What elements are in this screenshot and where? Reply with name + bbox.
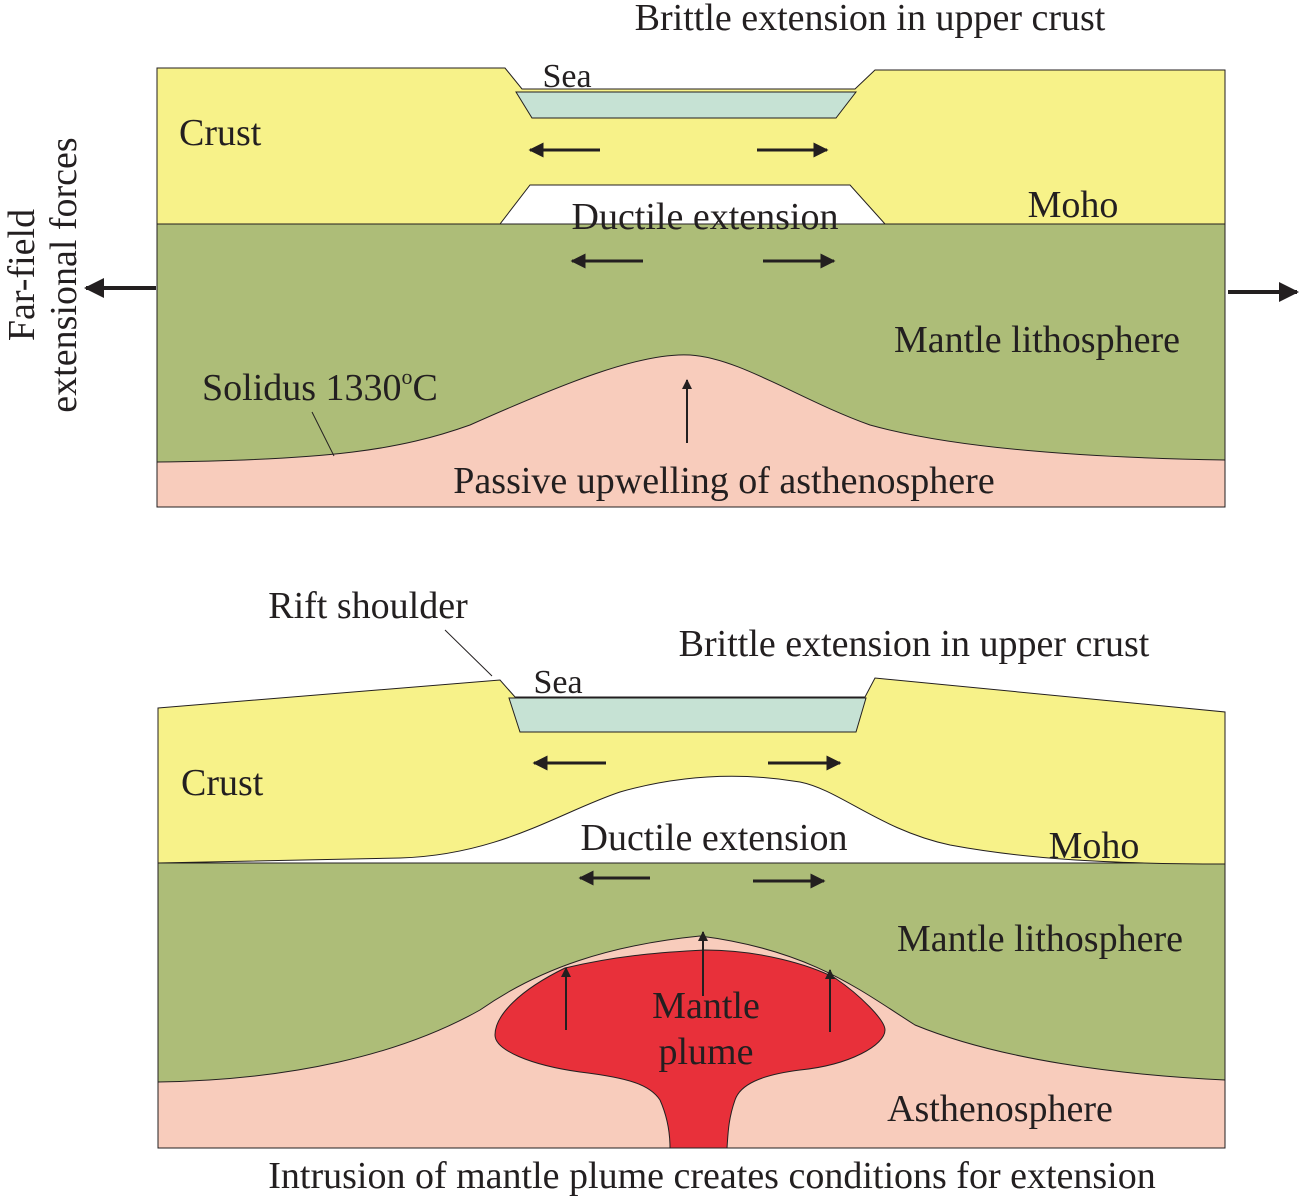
plume-label-line2: plume bbox=[659, 1031, 754, 1073]
top-sea bbox=[515, 91, 858, 119]
plume-label-line1: Mantle bbox=[652, 985, 760, 1027]
bottom-asthenosphere-label: Asthenosphere bbox=[887, 1088, 1113, 1130]
top-ductile-label: Ductile extension bbox=[572, 196, 839, 238]
top-caption: Passive upwelling of asthenosphere bbox=[453, 460, 994, 502]
bottom-crust-layer bbox=[157, 677, 1226, 865]
rift-shoulder-leader bbox=[444, 629, 493, 677]
top-sea-label: Sea bbox=[542, 58, 591, 95]
top-panel: Brittle extension in upper crust Sea Cru… bbox=[84, 0, 1299, 508]
farfield-label-line2: extensional forces bbox=[43, 137, 85, 412]
farfield-label: Far-field extensional forces bbox=[1, 137, 85, 412]
top-solidus-leader bbox=[311, 411, 335, 457]
bottom-ductile-label: Ductile extension bbox=[581, 817, 848, 859]
rift-shoulder-label: Rift shoulder bbox=[268, 585, 468, 627]
top-mantle-layer bbox=[156, 223, 1226, 463]
top-solidus-degree: o bbox=[402, 364, 413, 389]
bottom-crust-label: Crust bbox=[181, 762, 264, 804]
top-crust-label: Crust bbox=[179, 112, 262, 154]
top-solidus-text: Solidus 1330 bbox=[202, 367, 402, 409]
top-moho-label: Moho bbox=[1028, 184, 1119, 226]
bottom-mantle-label: Mantle lithosphere bbox=[897, 918, 1183, 960]
top-mantle-label: Mantle lithosphere bbox=[894, 319, 1180, 361]
farfield-label-line1: Far-field bbox=[1, 209, 43, 341]
bottom-panel: Rift shoulder Brittle extension in upper… bbox=[157, 585, 1226, 1197]
top-solidus-celsius: C bbox=[413, 367, 438, 409]
mantle-plume bbox=[494, 949, 886, 1149]
bottom-caption: Intrusion of mantle plume creates condit… bbox=[268, 1155, 1156, 1197]
bottom-sea bbox=[508, 697, 867, 733]
top-brittle-label: Brittle extension in upper crust bbox=[635, 0, 1106, 39]
top-crust-layer bbox=[156, 67, 1226, 225]
bottom-moho-label: Moho bbox=[1049, 825, 1140, 867]
bottom-brittle-label: Brittle extension in upper crust bbox=[679, 623, 1150, 665]
top-solidus-label: Solidus 1330oC bbox=[202, 364, 438, 409]
bottom-sea-label: Sea bbox=[533, 664, 582, 701]
